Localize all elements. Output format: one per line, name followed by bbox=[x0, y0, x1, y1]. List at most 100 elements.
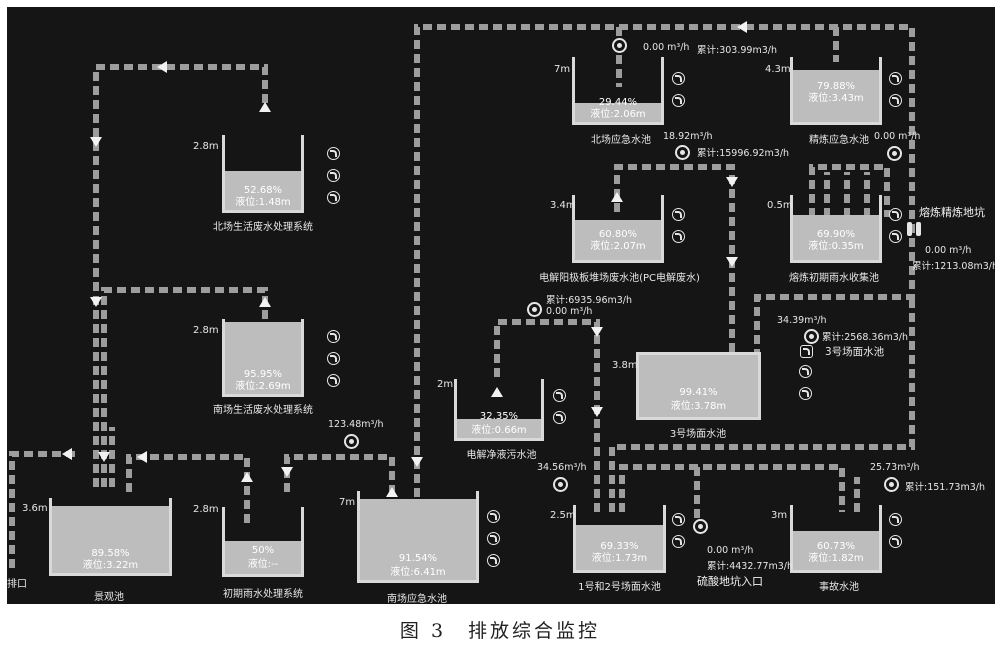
arrow-down bbox=[591, 327, 603, 337]
pump-group-icon[interactable] bbox=[800, 345, 813, 358]
tank-name: 北场生活废水处理系统 bbox=[213, 222, 313, 233]
flow-meter-icon[interactable] bbox=[804, 329, 819, 344]
meter-total: 累计:1213.08m3/h bbox=[912, 261, 995, 272]
tank-field3[interactable]: 99.41% 液位:3.78m bbox=[636, 352, 761, 420]
tank-name: 3号场面水池 bbox=[669, 429, 727, 440]
pipe-smelting-branches bbox=[824, 172, 870, 217]
tank-fill bbox=[793, 530, 879, 570]
meter-flow: 0.00 m³/h bbox=[925, 245, 972, 256]
pipe-network bbox=[9, 21, 915, 572]
flow-meter-icon[interactable] bbox=[527, 302, 542, 317]
pump-icon[interactable] bbox=[327, 374, 340, 387]
tank-fill bbox=[575, 220, 661, 260]
pump-icon[interactable] bbox=[487, 554, 500, 567]
tank-field12[interactable]: 69.33% 液位:1.73m bbox=[573, 505, 666, 573]
flow-meter-icon[interactable] bbox=[612, 38, 627, 53]
tank-level: 液位:0.35m bbox=[808, 241, 864, 252]
pump-icon[interactable] bbox=[487, 510, 500, 523]
tank-fill bbox=[360, 498, 476, 580]
tank-height: 0.5m bbox=[767, 200, 793, 211]
pump-icon[interactable] bbox=[553, 411, 566, 424]
pump-icon[interactable] bbox=[799, 387, 812, 400]
tank-north-domestic[interactable]: 52.68% 液位:1.48m bbox=[222, 135, 304, 213]
tank-percent: 79.88% bbox=[816, 81, 856, 92]
meter-total: 累计:151.73m3/h bbox=[905, 482, 985, 493]
tank-fill bbox=[457, 418, 541, 438]
pipe-north-domestic bbox=[93, 64, 268, 487]
tank-south-domestic[interactable]: 95.95% 液位:2.69m bbox=[222, 319, 304, 397]
tank-percent: 69.33% bbox=[600, 541, 639, 552]
pump-icon[interactable] bbox=[327, 330, 340, 343]
arrow-down bbox=[726, 177, 738, 187]
tank-height: 4.3m bbox=[765, 64, 791, 75]
flow-meter-icon[interactable] bbox=[675, 145, 690, 160]
tank-name: 事故水池 bbox=[819, 582, 859, 593]
pump-icon[interactable] bbox=[889, 513, 902, 526]
tank-percent: 95.95% bbox=[243, 369, 283, 380]
pump-icon[interactable] bbox=[889, 72, 902, 85]
pump-icon[interactable] bbox=[553, 389, 566, 402]
pump-icon[interactable] bbox=[672, 72, 685, 85]
pump-icon[interactable] bbox=[672, 230, 685, 243]
tank-height: 7m bbox=[339, 497, 356, 508]
arrow-left bbox=[737, 21, 747, 33]
arrow-down bbox=[411, 457, 423, 467]
tank-purify[interactable]: 32.35% 液位:0.66m bbox=[454, 379, 544, 441]
pump-icon[interactable] bbox=[889, 230, 902, 243]
pipe-south-emergency bbox=[284, 454, 395, 492]
tank-height: 2.8m bbox=[193, 504, 219, 515]
valve-icon[interactable] bbox=[907, 222, 925, 236]
pump-icon[interactable] bbox=[672, 94, 685, 107]
meter-total: 累计:4432.77m3/h bbox=[707, 561, 794, 572]
tank-accident[interactable]: 60.73% 液位:1.82m bbox=[790, 505, 882, 573]
arrow-down bbox=[591, 407, 603, 417]
meter-total: 累计:6935.96m3/h bbox=[546, 295, 633, 306]
tank-north-emergency[interactable]: 29.44% 液位:2.06m bbox=[572, 57, 664, 125]
tank-refining-emergency[interactable]: 79.88% 液位:3.43m bbox=[790, 57, 882, 125]
pump-icon[interactable] bbox=[889, 208, 902, 221]
pump-icon[interactable] bbox=[672, 208, 685, 221]
figure-caption: 图 3 排放综合监控 bbox=[399, 620, 601, 642]
flow-meter-icon[interactable] bbox=[344, 434, 359, 449]
tank-south-emergency[interactable]: 91.54% 液位:6.41m bbox=[357, 491, 479, 583]
flow-meter-icon[interactable] bbox=[884, 477, 899, 492]
pump-icon[interactable] bbox=[889, 535, 902, 548]
pump-icon[interactable] bbox=[799, 365, 812, 378]
arrow-left bbox=[157, 61, 167, 73]
meter-label: 3号场面水池 bbox=[825, 346, 885, 358]
flow-arrows bbox=[62, 21, 747, 497]
meter-flow: 123.48m³/h bbox=[328, 419, 384, 430]
pipe-accident bbox=[619, 464, 845, 512]
tank-name: 南场生活废水处理系统 bbox=[213, 405, 313, 416]
pump-icon[interactable] bbox=[672, 535, 685, 548]
monitor-panel: 52.68% 液位:1.48m 2.8m 北场生活废水处理系统 95.95% 液… bbox=[7, 7, 995, 604]
pump-icon[interactable] bbox=[327, 191, 340, 204]
arrow-left bbox=[137, 451, 147, 463]
tank-height: 3.6m bbox=[22, 503, 48, 514]
pump-icon[interactable] bbox=[672, 513, 685, 526]
pump-icon[interactable] bbox=[327, 147, 340, 160]
pipe-top-loop bbox=[414, 24, 915, 497]
pump-icon[interactable] bbox=[327, 169, 340, 182]
pump-icon[interactable] bbox=[889, 94, 902, 107]
tank-electrolysis[interactable]: 60.80% 液位:2.07m bbox=[572, 195, 664, 263]
pump-icon[interactable] bbox=[487, 532, 500, 545]
tank-fill bbox=[225, 170, 301, 210]
tank-fill bbox=[225, 540, 301, 574]
flow-meter-icon[interactable] bbox=[553, 477, 568, 492]
tank-percent: 99.41% bbox=[679, 387, 718, 398]
tank-fill bbox=[575, 102, 661, 122]
tank-level: 液位:2.69m bbox=[235, 381, 291, 392]
tank-landscape[interactable]: 89.58% 液位:3.22m bbox=[49, 498, 172, 576]
tank-name: 精炼应急水池 bbox=[809, 135, 869, 146]
tank-smelting-rain[interactable]: 69.90% 液位:0.35m bbox=[790, 195, 882, 263]
tank-level: 液位:1.73m bbox=[591, 553, 648, 564]
arrow-down bbox=[281, 467, 293, 477]
arrow-up bbox=[259, 102, 271, 112]
pump-icon[interactable] bbox=[327, 352, 340, 365]
pipe-outlet bbox=[9, 451, 75, 572]
tank-initial-rain[interactable]: 50% 液位:-- bbox=[222, 507, 304, 577]
flow-meter-icon[interactable] bbox=[887, 146, 902, 161]
flow-meter-icon[interactable] bbox=[693, 519, 708, 534]
outlet-label: 排口 bbox=[7, 579, 27, 590]
